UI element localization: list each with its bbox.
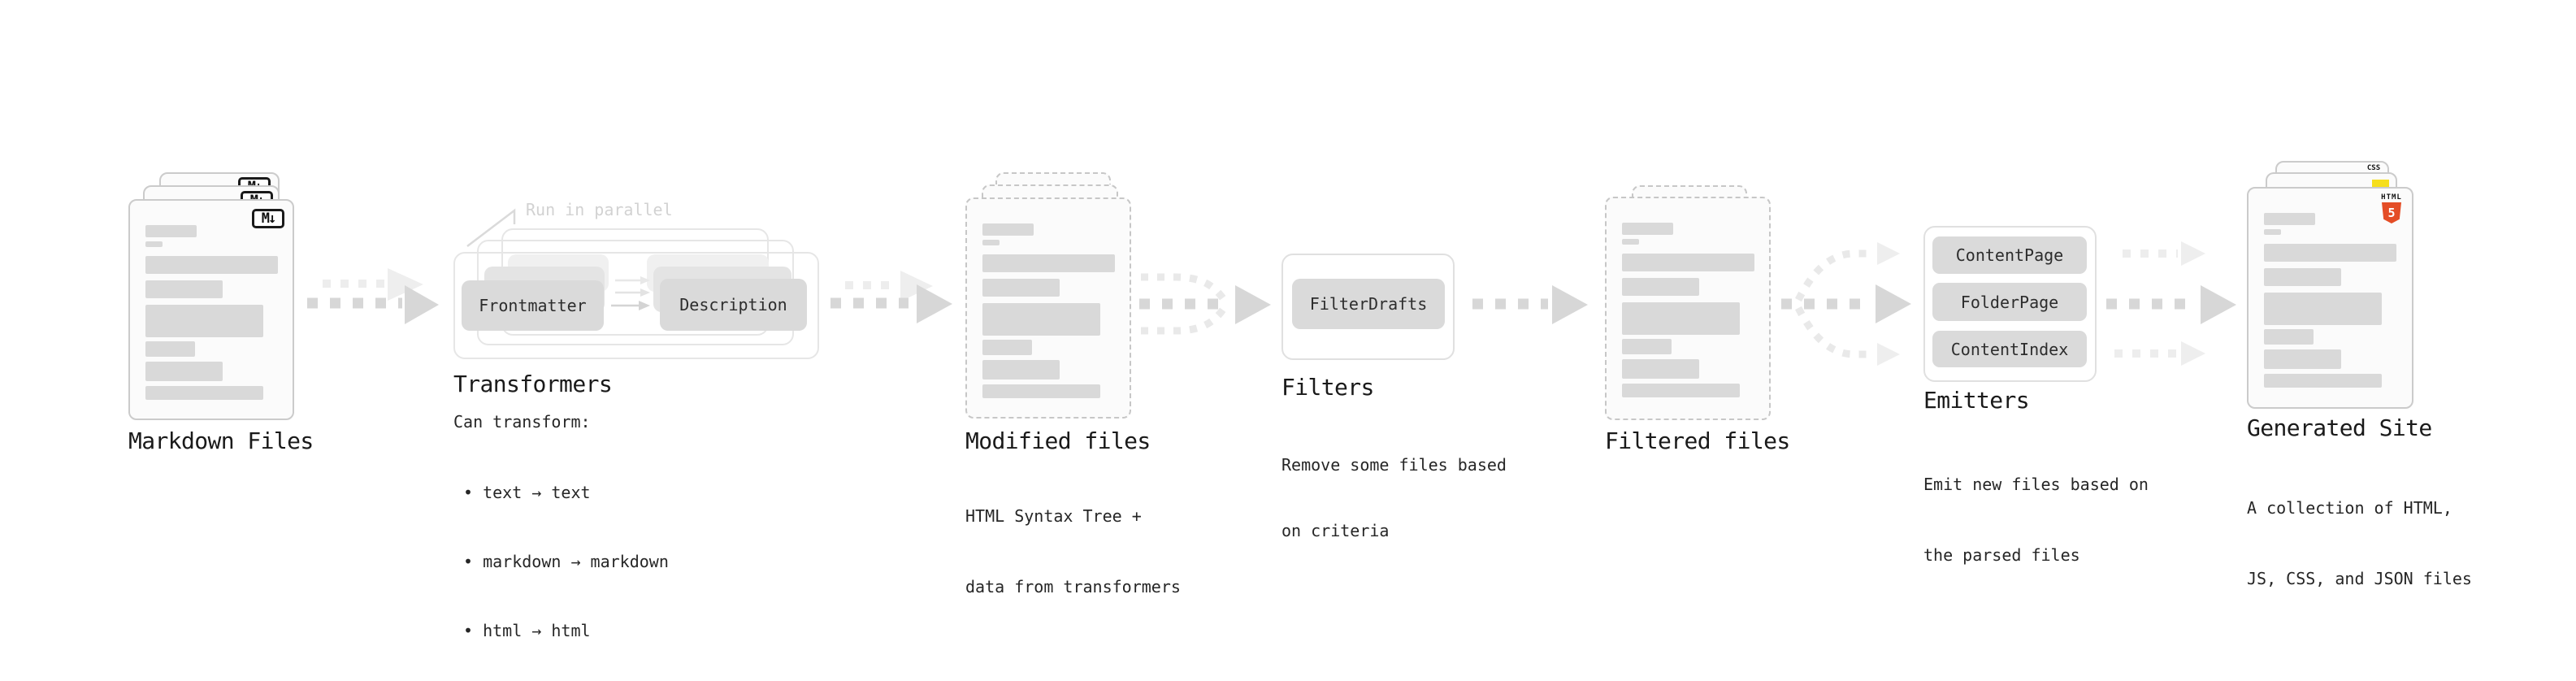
css-icon-label: CSS xyxy=(2366,164,2381,172)
generated-file-front: HTML 5 xyxy=(2247,187,2413,409)
folder-page-node: FolderPage xyxy=(1932,283,2087,321)
skeleton-bar xyxy=(982,279,1060,297)
transformers-title: Transformers xyxy=(453,371,613,397)
skeleton-bar xyxy=(982,223,1034,236)
transformers-body-heading: Can transform: xyxy=(453,412,591,432)
skeleton-bar xyxy=(982,254,1115,272)
bullet-item: • markdown → markdown xyxy=(463,552,669,571)
arrow-emitters-to-site xyxy=(2106,241,2236,366)
subtitle-line: JS, CSS, and JSON files xyxy=(2247,569,2472,588)
modified-file-front xyxy=(965,197,1131,419)
markdown-file-front: M↓ xyxy=(128,199,294,420)
subtitle-line: the parsed files xyxy=(1923,545,2080,565)
skeleton-bar xyxy=(145,280,223,298)
html5-icon-shield: 5 xyxy=(2382,202,2401,223)
emitters-subtitle: Emit new files based on the parsed files xyxy=(1923,426,2149,614)
filter-drafts-node: FilterDrafts xyxy=(1292,279,1445,329)
skeleton-bar xyxy=(145,256,278,274)
subtitle-line: HTML Syntax Tree + xyxy=(965,506,1142,526)
bullet-item: • text → text xyxy=(463,483,591,502)
transformer-layer-front xyxy=(453,252,819,359)
skeleton-bar xyxy=(1622,339,1672,354)
subtitle-line: data from transformers xyxy=(965,577,1181,596)
skeleton-bar xyxy=(145,362,223,381)
skeleton-bar xyxy=(982,303,1100,336)
arrow-filtered-to-emitters xyxy=(1781,242,1911,366)
filters-subtitle: Remove some files based on criteria xyxy=(1281,410,1507,586)
skeleton-bar xyxy=(145,386,263,400)
content-index-node: ContentIndex xyxy=(1932,331,2087,367)
generated-site-subtitle: A collection of HTML, JS, CSS, and JSON … xyxy=(2247,449,2472,638)
content-page-node: ContentPage xyxy=(1932,236,2087,274)
subtitle-line: on criteria xyxy=(1281,521,1390,540)
skeleton-bar xyxy=(2264,349,2341,369)
skeleton-bar xyxy=(2264,374,2382,388)
html5-icon: HTML 5 xyxy=(2381,194,2402,223)
arrow-markdown-to-transformers xyxy=(307,268,439,324)
skeleton-bar xyxy=(2264,268,2341,286)
arrow-filters-to-filtered xyxy=(1472,285,1588,324)
skeleton-bar xyxy=(982,240,1000,245)
skeleton-bar xyxy=(1622,278,1699,296)
skeleton-bar xyxy=(982,360,1060,380)
filtered-file-front xyxy=(1605,197,1771,420)
skeleton-bar xyxy=(2264,329,2314,345)
subtitle-line: A collection of HTML, xyxy=(2247,498,2452,518)
skeleton-bar xyxy=(1622,384,1740,397)
skeleton-bar xyxy=(145,305,263,337)
filtered-files-title: Filtered files xyxy=(1605,427,1790,454)
subtitle-line: Remove some files based xyxy=(1281,455,1507,475)
modified-files-title: Modified files xyxy=(965,427,1151,454)
skeleton-bar xyxy=(145,341,195,357)
skeleton-bar xyxy=(1622,359,1699,379)
run-in-parallel-label: Run in parallel xyxy=(526,200,673,219)
arrow-modified-to-filters xyxy=(1139,273,1271,335)
html5-icon-number: 5 xyxy=(2387,206,2396,220)
subtitle-line: Emit new files based on xyxy=(1923,475,2149,494)
skeleton-bar xyxy=(2264,293,2382,325)
skeleton-bar xyxy=(1622,302,1740,335)
skeleton-bar xyxy=(1622,254,1754,271)
skeleton-bar xyxy=(2264,244,2396,262)
skeleton-bar xyxy=(982,384,1100,398)
transformers-bullets: • text → text • markdown → markdown • ht… xyxy=(463,435,669,681)
skeleton-bar xyxy=(1622,239,1639,245)
skeleton-bar xyxy=(982,340,1032,355)
markdown-files-title: Markdown Files xyxy=(128,427,314,454)
skeleton-bar xyxy=(2264,229,2281,235)
generated-site-title: Generated Site xyxy=(2247,414,2432,441)
markdown-icon: M↓ xyxy=(252,209,284,228)
skeleton-bar xyxy=(1622,223,1673,235)
bullet-item: • html → html xyxy=(463,621,591,640)
skeleton-bar xyxy=(145,225,197,237)
arrow-transformers-to-modified xyxy=(830,271,952,323)
frontmatter-node: Frontmatter xyxy=(462,280,604,331)
modified-files-subtitle: HTML Syntax Tree + data from transformer… xyxy=(965,458,1181,646)
skeleton-bar xyxy=(2264,213,2315,225)
html5-icon-label: HTML xyxy=(2381,193,2402,202)
filters-title: Filters xyxy=(1281,374,1374,401)
description-node: Description xyxy=(660,279,807,331)
skeleton-bar xyxy=(145,241,163,247)
emitters-title: Emitters xyxy=(1923,387,2030,414)
